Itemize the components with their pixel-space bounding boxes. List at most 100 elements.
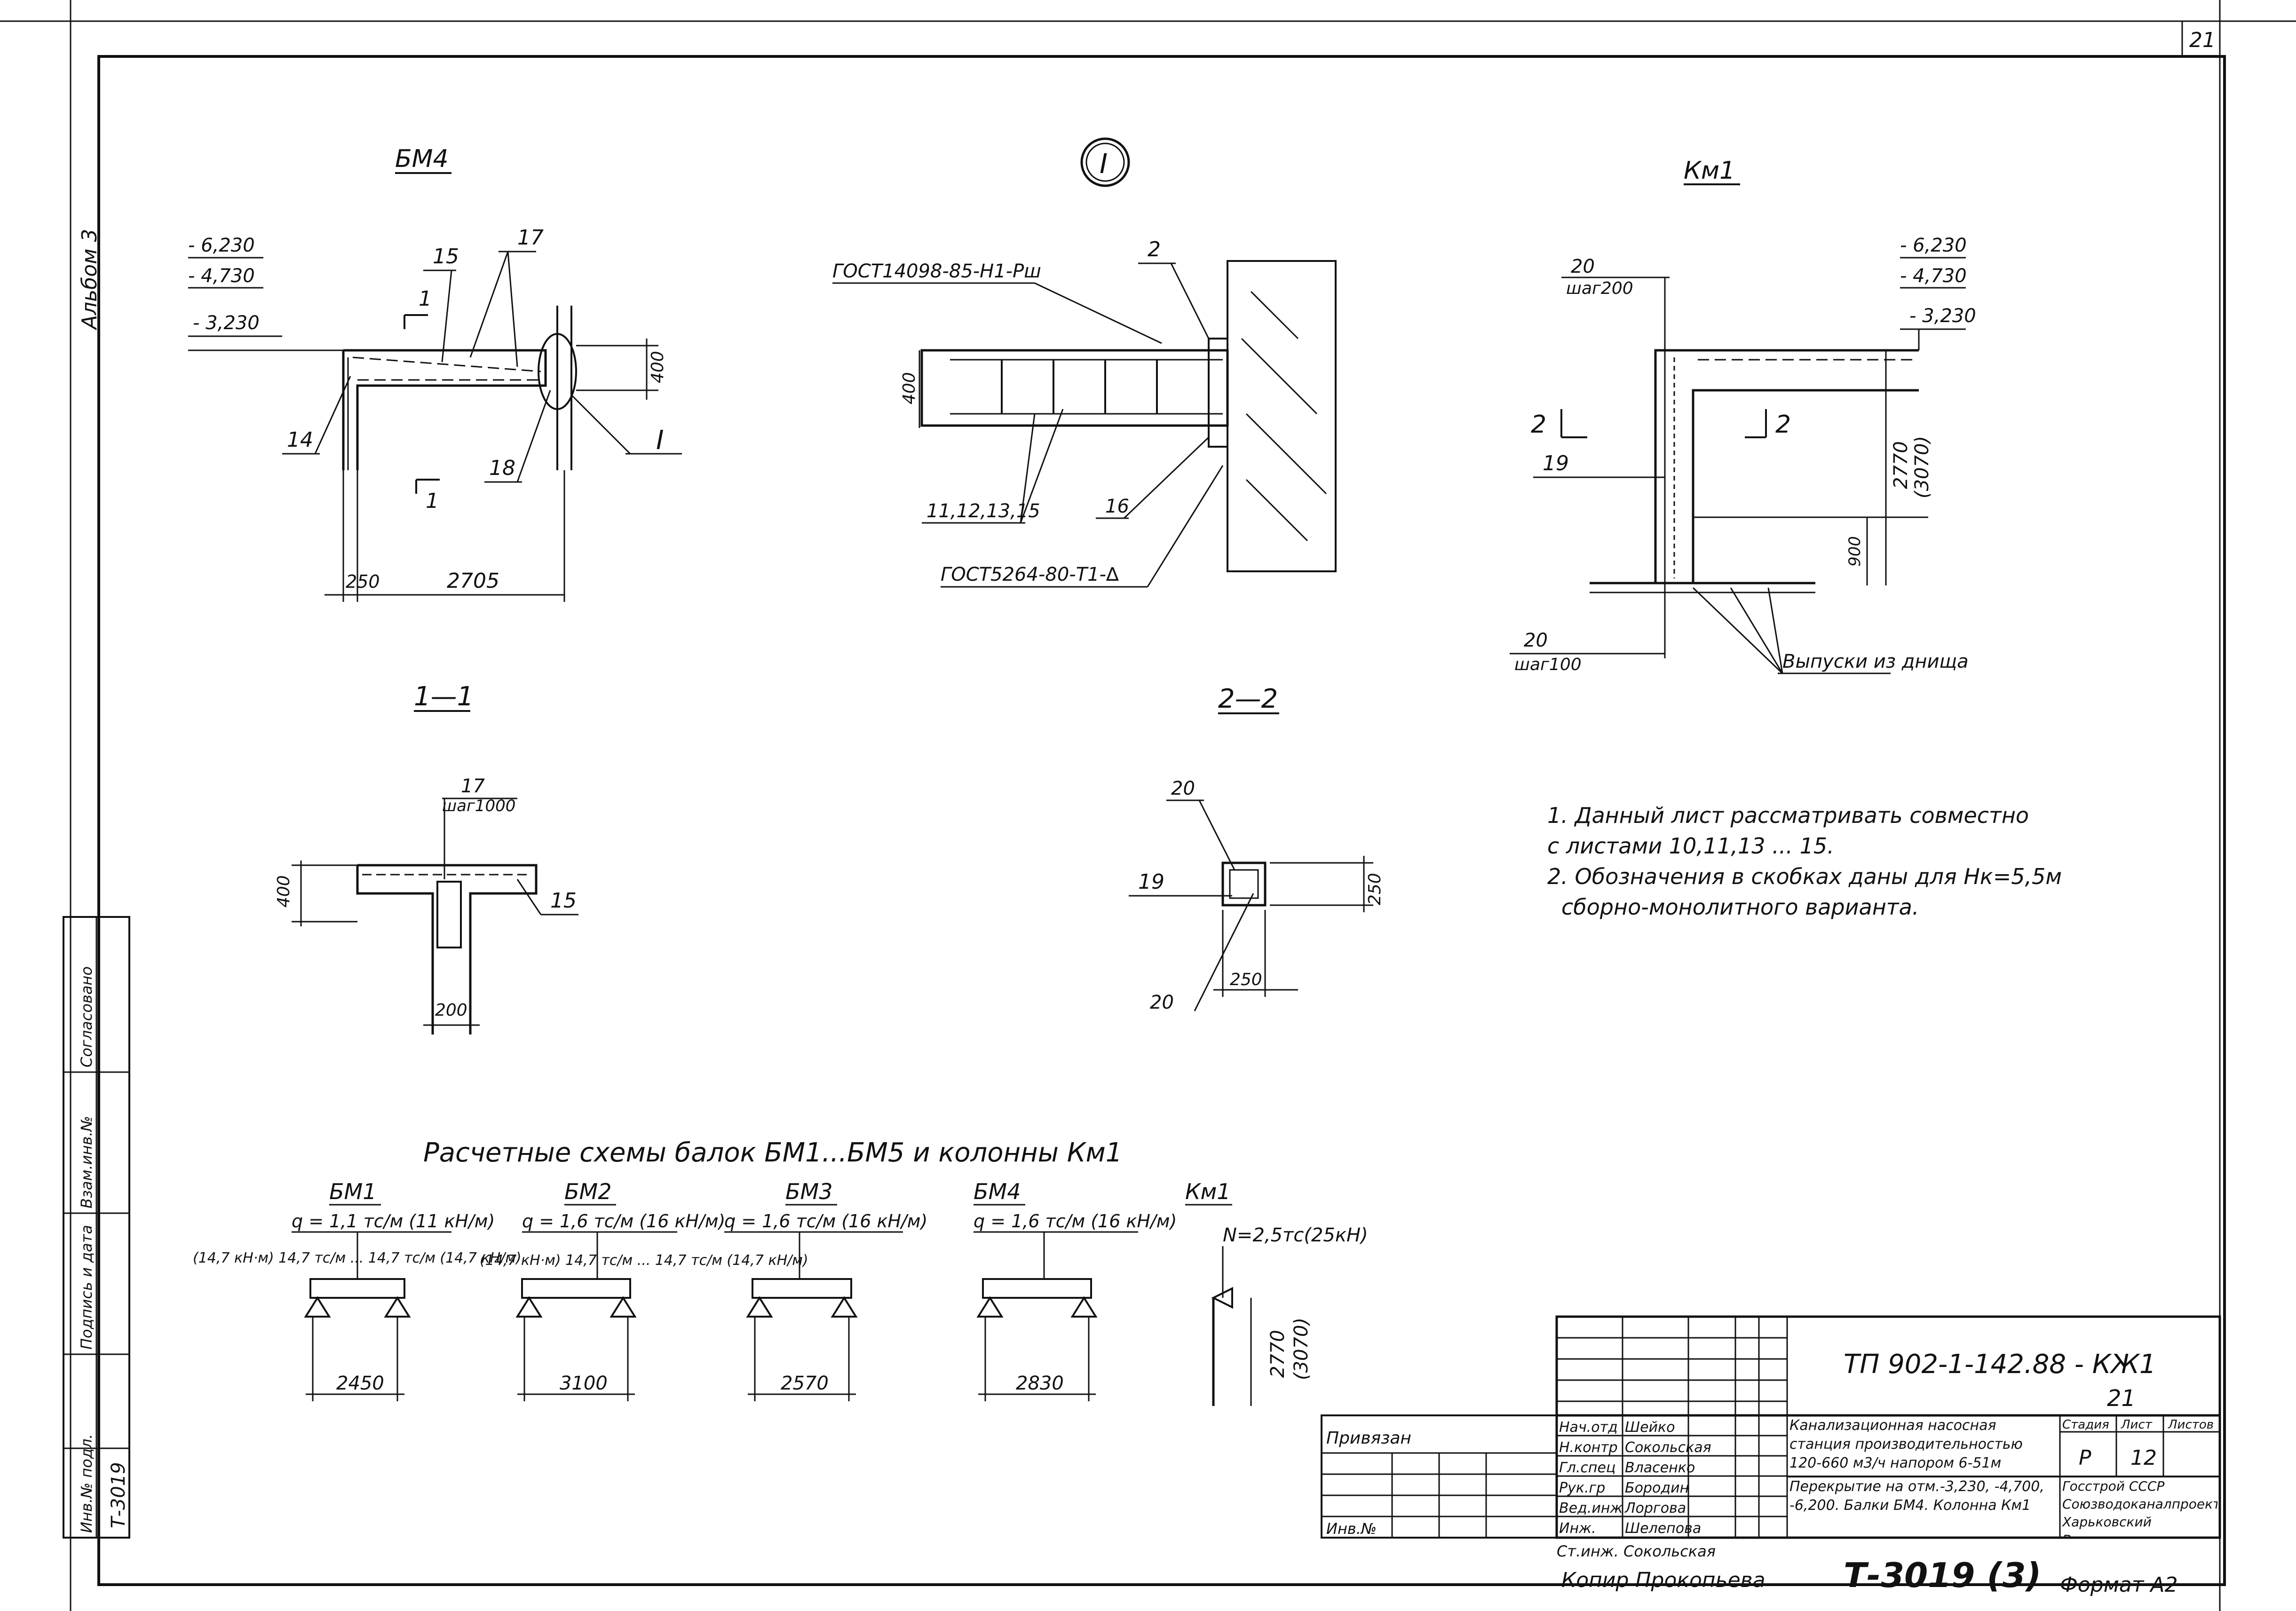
tb-name-1: Шейко	[1625, 1419, 1675, 1436]
tb-org: Госстрой СССР Союзводоканалпроект Харько…	[2062, 1478, 2217, 1537]
bm4-level-2: - 4,730	[188, 265, 255, 287]
section-2-2-title: 2—2	[1218, 684, 1278, 714]
section-1-1-width: 200	[435, 1001, 467, 1020]
node-label-16: 16	[1105, 496, 1129, 517]
tb-name-6: Шелепова	[1625, 1520, 1701, 1537]
side-stamp-field-3: Подпись и дата	[78, 1225, 95, 1350]
notes: 1. Данный лист рассматривать совместно с…	[1547, 803, 2062, 920]
scheme-bm3-load: q = 1,6 тс/м (16 кН/м)	[724, 1211, 927, 1232]
wall-hatch	[1227, 260, 1337, 572]
bm4-level-3: - 3,230	[193, 312, 260, 334]
scheme-bm1-span: 2450	[336, 1373, 384, 1394]
km1-level-3: - 3,230	[1909, 305, 1976, 327]
tb-role-6: Инж.	[1559, 1520, 1596, 1537]
scheme-bm3-span: 2570	[781, 1373, 829, 1394]
node-mark: I	[1100, 148, 1108, 180]
tb-role-2: Н.контр	[1559, 1439, 1618, 1456]
node-standard-top: ГОСТ14098-85-Н1-Рш	[832, 261, 1041, 282]
scheme-bm3-name: БМ3	[785, 1179, 833, 1204]
bm4-label-17: 17	[517, 226, 544, 250]
tb-stage: Р	[2079, 1446, 2091, 1470]
sheet-corner-number: 21	[2189, 28, 2216, 52]
section-1-1-height: 400	[274, 875, 293, 908]
tb-name-4: Бородин	[1625, 1480, 1689, 1496]
tb-stamp: Т-3019 (3)	[1844, 1556, 2041, 1595]
outer-frame	[97, 55, 2226, 1586]
node-standard-bottom: ГОСТ5264-80-Т1-∆	[941, 564, 1119, 585]
bm4-node-mark: I	[656, 425, 664, 456]
bm4-dim-250: 250	[346, 571, 380, 592]
tb-project: Канализационная насосная станция произво…	[1789, 1417, 2023, 1471]
tb-role-5: Вед.инж	[1559, 1500, 1623, 1516]
km1-height-dim-alt: (3070)	[1911, 436, 1933, 498]
section-2-2-bar-top: 20	[1171, 778, 1195, 799]
bm4-label-15: 15	[433, 245, 459, 268]
section-2-2-bar-left: 19	[1138, 870, 1164, 894]
node-label-2: 2	[1148, 237, 1161, 261]
tb-name-3: Власенко	[1625, 1460, 1695, 1476]
tb-privyazan: Привязан	[1326, 1429, 1411, 1448]
side-stamp: Согласовано Взам.инв.№ Подпись и дата Ин…	[63, 916, 130, 1539]
side-stamp-field-5: Т-3019	[108, 1462, 129, 1528]
corner-box	[2181, 20, 2221, 57]
tb-name-5: Лоргова	[1624, 1500, 1686, 1516]
tb-inv: Инв.№	[1326, 1520, 1377, 1538]
tb-role-3: Гл.спец	[1559, 1460, 1615, 1476]
bm4-dim-2705: 2705	[447, 569, 499, 593]
section-1-1-title: 1—1	[414, 681, 474, 712]
scheme-km1-load: N=2,5тс(25кН)	[1223, 1224, 1368, 1246]
km1-bar-19: 19	[1543, 451, 1569, 475]
tb-signature-line: Ст.инж. Сокольская	[1557, 1542, 1716, 1560]
scheme-bm2-load: q = 1,6 тс/м (16 кН/м)	[522, 1211, 725, 1232]
scheme-bm4-load: q = 1,6 тс/м (16 кН/м)	[974, 1211, 1177, 1232]
scheme-bm1-moments: (14,7 кН·м) 14,7 тс/м ... 14,7 тс/м (14,…	[193, 1250, 522, 1266]
scheme-bm4-name: БМ4	[974, 1179, 1021, 1204]
section-2-2-bar-bottom: 20	[1150, 992, 1174, 1013]
node-mark-circle	[1080, 137, 1130, 187]
scheme-bm1: БМ1 q = 1,1 тс/м (11 кН/м) (14,7 кН·м) 1…	[193, 1179, 522, 1401]
km1-section-mark-left: 2	[1531, 411, 1546, 439]
scheme-km1-height-alt: (3070)	[1291, 1318, 1312, 1380]
album-label: Альбом 3	[78, 229, 102, 331]
bm4-section-mark-bottom: 1	[426, 489, 439, 513]
design-schemes: Расчетные схемы балок БМ1...БМ5 и колонн…	[193, 1137, 1368, 1406]
bm4-height-dim: 400	[648, 351, 667, 383]
title-block: ТП 902-1-142.88 - КЖ1 21 Нач.отд Н.контр…	[1321, 1315, 2221, 1597]
node-i-view: I ГОСТ14098-85-Н1-Рш 2 400 11,12,13,15 1…	[832, 137, 1337, 588]
tb-name-2: Сокольская	[1625, 1439, 1711, 1456]
km1-section-mark-right: 2	[1775, 411, 1791, 439]
note-line-1: 1. Данный лист рассматривать совместно	[1547, 803, 2029, 828]
tb-sheet-num: 21	[2107, 1385, 2136, 1412]
scheme-bm1-name: БМ1	[329, 1179, 377, 1204]
km1-level-1: - 6,230	[1900, 235, 1967, 256]
bm4-label-14: 14	[287, 428, 313, 452]
bm4-label-18: 18	[489, 456, 515, 480]
section-2-2-height: 250	[1365, 873, 1385, 905]
side-stamp-field-2: Взам.инв.№	[78, 1116, 95, 1208]
note-line-3: 2. Обозначения в скобках даны для Нк=5,5…	[1547, 864, 2062, 889]
side-stamp-field-1: Согласовано	[78, 966, 95, 1067]
bm4-section-mark-top: 1	[419, 287, 432, 311]
bm4-level-1: - 6,230	[188, 235, 255, 256]
scheme-bm3: БМ3 q = 1,6 тс/м (16 кН/м) 2570	[724, 1179, 927, 1401]
tb-list-label: Лист	[2121, 1418, 2153, 1432]
tb-code: ТП 902-1-142.88 - КЖ1	[1844, 1349, 2156, 1380]
scheme-bm4-span: 2830	[1016, 1373, 1064, 1394]
tb-role-4: Рук.гр	[1559, 1480, 1605, 1496]
km1-dim-900: 900	[1845, 536, 1864, 567]
note-line-4: сборно-монолитного варианта.	[1561, 894, 1919, 920]
tb-stage-label: Стадия	[2062, 1418, 2109, 1432]
scheme-bm2-moments: (14,7 кН·м) 14,7 тс/м ... 14,7 тс/м (14,…	[480, 1252, 808, 1269]
scheme-bm1-load: q = 1,1 тс/м (11 кН/м)	[292, 1211, 495, 1232]
section-2-2: 2—2 20 19 20 250 250	[1129, 684, 1385, 1013]
km1-bottom-step: шаг100	[1514, 655, 1582, 674]
bm4-view: БМ4 - 6,230 - 4,730 - 3,230 400 15 17 1	[188, 145, 682, 602]
km1-note: Выпуски из днища	[1782, 651, 1969, 672]
km1-title: Км1	[1684, 157, 1735, 185]
km1-top-bar: 20	[1571, 256, 1595, 277]
side-stamp-field-4: Инв.№ подл.	[78, 1434, 95, 1533]
scheme-bm2-span: 3100	[560, 1373, 608, 1394]
section-1-1-step: шаг1000	[442, 797, 515, 815]
scheme-km1-name: Км1	[1185, 1179, 1231, 1204]
